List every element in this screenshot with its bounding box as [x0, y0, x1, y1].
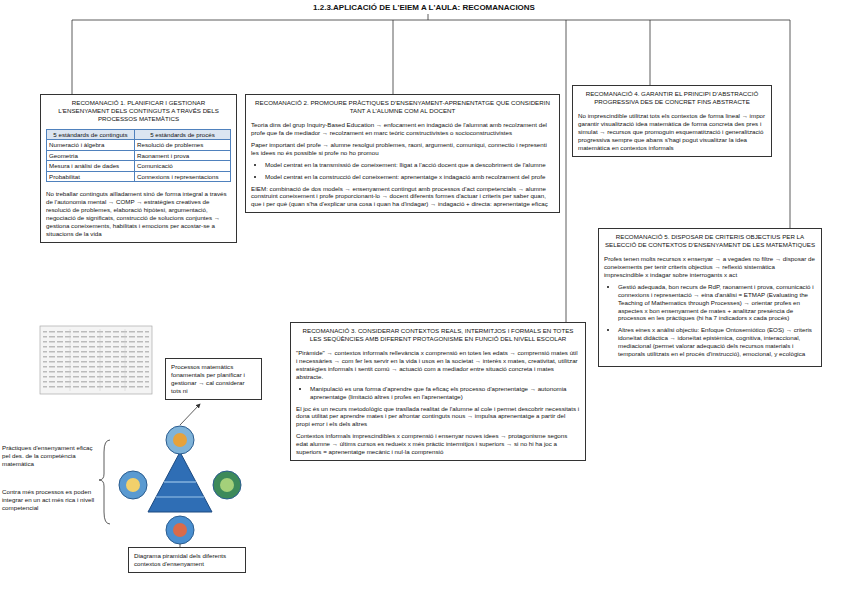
tree-line — [790, 20, 791, 228]
callout-box: Diagrama piramidal dels diferents contex… — [128, 547, 246, 573]
tree-line — [393, 20, 394, 94]
box-heading: RECOMANACIÓ 2. PROMOURE PRÀCTIQUES D'ENS… — [251, 99, 554, 115]
table-cell: Geometria — [47, 150, 135, 160]
leader-arrow — [180, 404, 200, 425]
box-text: EIEM: combinació de dos models → ensenya… — [251, 185, 554, 209]
box-heading: RECOMANACIÓ 1. PLANIFICAR I GESTIONAR L'… — [46, 99, 231, 123]
box-text: Processos matemàtics fonamentals per pla… — [171, 363, 256, 395]
box-heading: RECOMANACIÓ 3. CONSIDERAR CONTEXTOS REAL… — [296, 327, 580, 343]
box-text: Paper important del profe → alumne resol… — [251, 141, 554, 157]
table-cell: Mesura i anàlisi de dades — [47, 161, 135, 171]
bullet-list: Gestió adequada, bon recurs de RdP, raon… — [604, 283, 816, 358]
table-cell: Numeració i àlgebra — [47, 140, 135, 150]
bullet-list: Manipulació es una forma d'aprendre que … — [296, 385, 580, 401]
tree-line — [566, 20, 567, 322]
recommendation-box: RECOMANACIÓ 5. DISPOSAR DE CRITERIS OBJE… — [598, 228, 822, 367]
title: 1.2.3.APLICACIÓ DE L'EIEM A L'AULA: RECO… — [0, 3, 848, 12]
table-header-cell: 5 estàndards de procés — [134, 129, 230, 139]
table-cell: Raonament i prova — [134, 150, 230, 160]
box-text: Profes tenen molts recursos x ensenyar →… — [604, 255, 816, 279]
recommendation-box: RECOMANACIÓ 3. CONSIDERAR CONTEXTOS REAL… — [290, 322, 586, 461]
table-cell: Connexions i representacions — [134, 171, 230, 181]
box-text: Contextos informals imprescindibles x co… — [296, 432, 580, 456]
recommendation-box: RECOMANACIÓ 2. PROMOURE PRÀCTIQUES D'ENS… — [245, 94, 560, 213]
tree-line — [650, 20, 651, 85]
table-row: Numeració i àlgebraResolució de probleme… — [47, 140, 231, 150]
table-row: ProbabilitatConnexions i representacions — [47, 171, 231, 181]
box-text: Teoria dins del grup Inquiry-Based Educa… — [251, 121, 554, 137]
pyramid-illustration — [119, 426, 241, 544]
table-cell: Probabilitat — [47, 171, 135, 181]
callout-box: Processos matemàtics fonamentals per pla… — [165, 358, 262, 400]
table-row: GeometriaRaonament i prova — [47, 150, 231, 160]
box-heading: RECOMANACIÓ 4. GARANTIR EL PRINCIPI D'AB… — [578, 90, 766, 106]
bullet-list: Model centrat en la transmissió de conei… — [251, 161, 554, 181]
recommendation-box: RECOMANACIÓ 1. PLANIFICAR I GESTIONAR L'… — [40, 94, 237, 243]
box-heading: RECOMANACIÓ 5. DISPOSAR DE CRITERIS OBJE… — [604, 233, 816, 249]
box-text: No imprescindible utilitzat tots els con… — [578, 112, 766, 152]
standards-table: 5 estàndards de continguts5 estàndards d… — [46, 129, 231, 182]
table-row: Mesura i anàlisi de dadesComunicació — [47, 161, 231, 171]
table-row: 5 estàndards de continguts5 estàndards d… — [47, 129, 231, 139]
table-cell: Resolució de problemes — [134, 140, 230, 150]
tree-line — [72, 20, 73, 94]
box-text: "Piràmide" → contextos informals rellevà… — [296, 349, 580, 381]
bullet-text: Altres eines x anàlisi objectiu: Enfoque… — [618, 326, 816, 358]
bullet-text: Model centrat en la transmissió de conei… — [265, 161, 554, 169]
table-cell: Comunicació — [134, 161, 230, 171]
curly-bracket — [99, 440, 110, 524]
bullet-text: Manipulació es una forma d'aprendre que … — [310, 385, 580, 401]
bullet-text: Gestió adequada, bon recurs de RdP, raon… — [618, 283, 816, 323]
table-header-cell: 5 estàndards de continguts — [47, 129, 135, 139]
side-note: Contra més processos es poden integrar e… — [2, 488, 98, 512]
box-text: No treballar continguts aïlladament sinó… — [46, 190, 231, 238]
side-note: Pràctiques d'ensenyament eficaç pel des.… — [2, 444, 98, 468]
tree-line — [72, 20, 790, 21]
box-text: El joc és un recurs metodològic que tras… — [296, 405, 580, 429]
bullet-text: Model centrat en la construcció del cone… — [265, 173, 554, 181]
box-text: Diagrama piramidal dels diferents contex… — [134, 552, 240, 568]
document-thumbnail — [40, 326, 152, 394]
tree-line — [428, 14, 429, 20]
recommendation-box: RECOMANACIÓ 4. GARANTIR EL PRINCIPI D'AB… — [572, 85, 772, 157]
